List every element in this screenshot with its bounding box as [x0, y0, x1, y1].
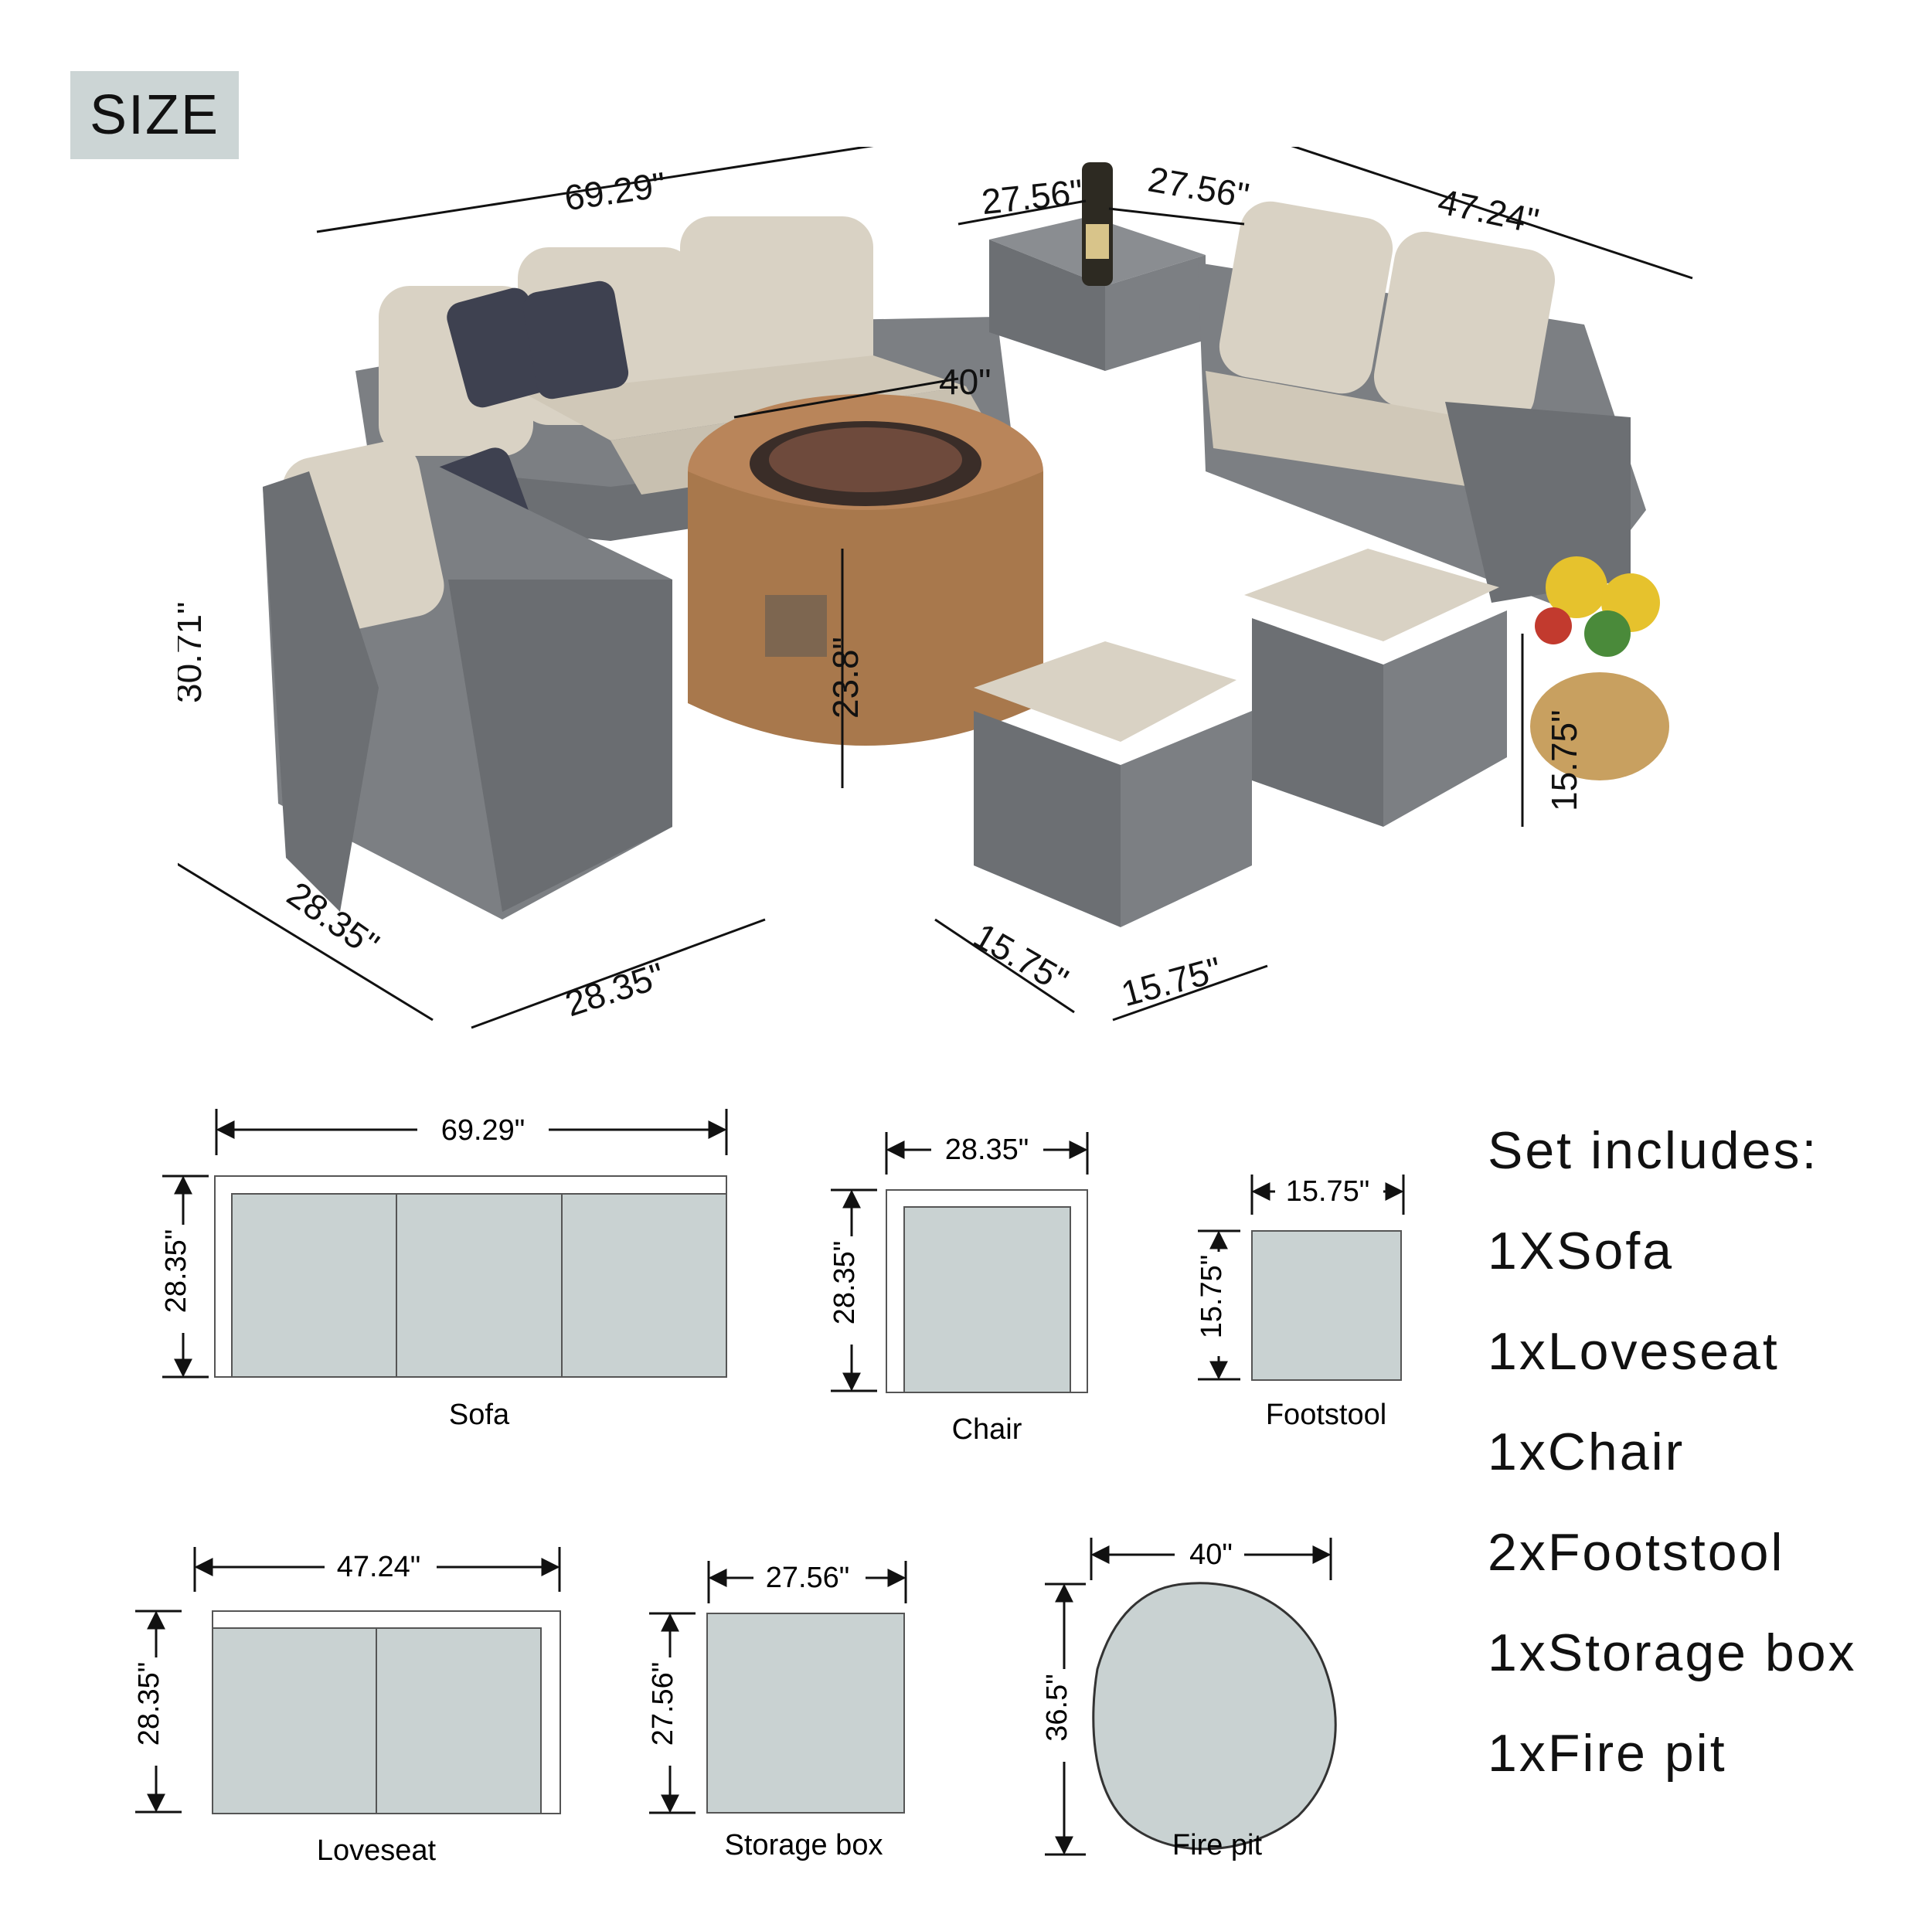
- storage-width-label: 27.56": [766, 1562, 850, 1594]
- sofa-depth-label: 28.35": [160, 1229, 192, 1314]
- dim-loveseat-width: 47.24": [1434, 181, 1542, 241]
- chair-width-label: 28.35": [945, 1134, 1029, 1166]
- dim-firepit-height: 23.8": [825, 637, 866, 719]
- loveseat-plan: 47.24" 28.35" Loveseat: [133, 1547, 561, 1867]
- dim-height: 30.71": [178, 602, 209, 703]
- footstool-illustration: [974, 549, 1507, 927]
- set-item-storage-box: 1xStorage box: [1488, 1623, 1857, 1682]
- furniture-set-photo: 69.29" 27.56" 27.56" 47.24" 40" 30.71" 2…: [178, 147, 1693, 1029]
- loveseat-illustration: [1198, 201, 1646, 610]
- flower-basket-illustration: [1530, 556, 1669, 780]
- dim-stool-height: 15.75": [1544, 710, 1584, 811]
- dim-firepit-dia: 40": [939, 362, 992, 402]
- firepit-width-label: 40": [1189, 1538, 1233, 1571]
- set-item-fire-pit: 1xFire pit: [1488, 1724, 1727, 1783]
- set-item-chair: 1xChair: [1488, 1423, 1685, 1481]
- firepit-label: Fire pit: [1172, 1829, 1263, 1861]
- set-item-footstool: 2xFootstool: [1488, 1523, 1785, 1582]
- size-badge-label: SIZE: [89, 84, 220, 146]
- footstool-plan: 15.75" 15.75" Footstool: [1196, 1175, 1405, 1431]
- photo-dimension-lines: [178, 147, 1693, 1029]
- footstool-label: Footstool: [1266, 1399, 1386, 1431]
- sofa-plan: 69.29" 28.35" Sofa: [160, 1109, 728, 1431]
- dim-sofa-width: 69.29": [562, 164, 668, 218]
- set-includes-list: Set includes: 1XSofa 1xLoveseat 1xChair …: [1488, 1124, 1920, 1827]
- fire-pit-illustration: [688, 394, 1043, 746]
- sofa-label: Sofa: [449, 1399, 510, 1431]
- fire-pit-plan: 40" 36.5" Fire pit: [1041, 1538, 1337, 1861]
- loveseat-width-label: 47.24": [337, 1551, 421, 1583]
- dim-storage-right: 27.56": [1145, 158, 1252, 216]
- chair-plan: 28.35" 28.35" Chair: [828, 1132, 1089, 1446]
- storage-box-plan: 27.56" 27.56" Storage box: [647, 1561, 907, 1861]
- size-badge: SIZE: [70, 71, 239, 159]
- dim-chair-width: 28.35": [560, 954, 669, 1024]
- set-includes-title: Set includes:: [1488, 1121, 1819, 1180]
- storage-box-illustration: [989, 162, 1206, 371]
- firepit-depth-label: 36.5": [1041, 1674, 1073, 1741]
- footstool-width-label: 15.75": [1286, 1175, 1370, 1208]
- chair-illustration: [263, 441, 672, 920]
- loveseat-depth-label: 28.35": [133, 1662, 165, 1746]
- sofa-width-label: 69.29": [441, 1114, 526, 1147]
- chair-depth-label: 28.35": [828, 1241, 861, 1325]
- set-item-sofa: 1XSofa: [1488, 1222, 1675, 1280]
- footstool-depth-label: 15.75": [1196, 1255, 1228, 1339]
- set-item-loveseat: 1xLoveseat: [1488, 1322, 1780, 1381]
- dim-storage-left: 27.56": [980, 172, 1085, 222]
- dim-stool-width: 15.75": [1117, 949, 1225, 1014]
- chair-label: Chair: [952, 1413, 1022, 1446]
- dim-stool-depth: 15.75": [967, 915, 1075, 1001]
- storage-depth-label: 27.56": [647, 1662, 679, 1746]
- plan-views: 69.29" 28.35" Sofa 28.35" 28.35" Chair 1…: [133, 1109, 1405, 1867]
- loveseat-label: Loveseat: [317, 1834, 437, 1867]
- storage-label: Storage box: [725, 1829, 883, 1861]
